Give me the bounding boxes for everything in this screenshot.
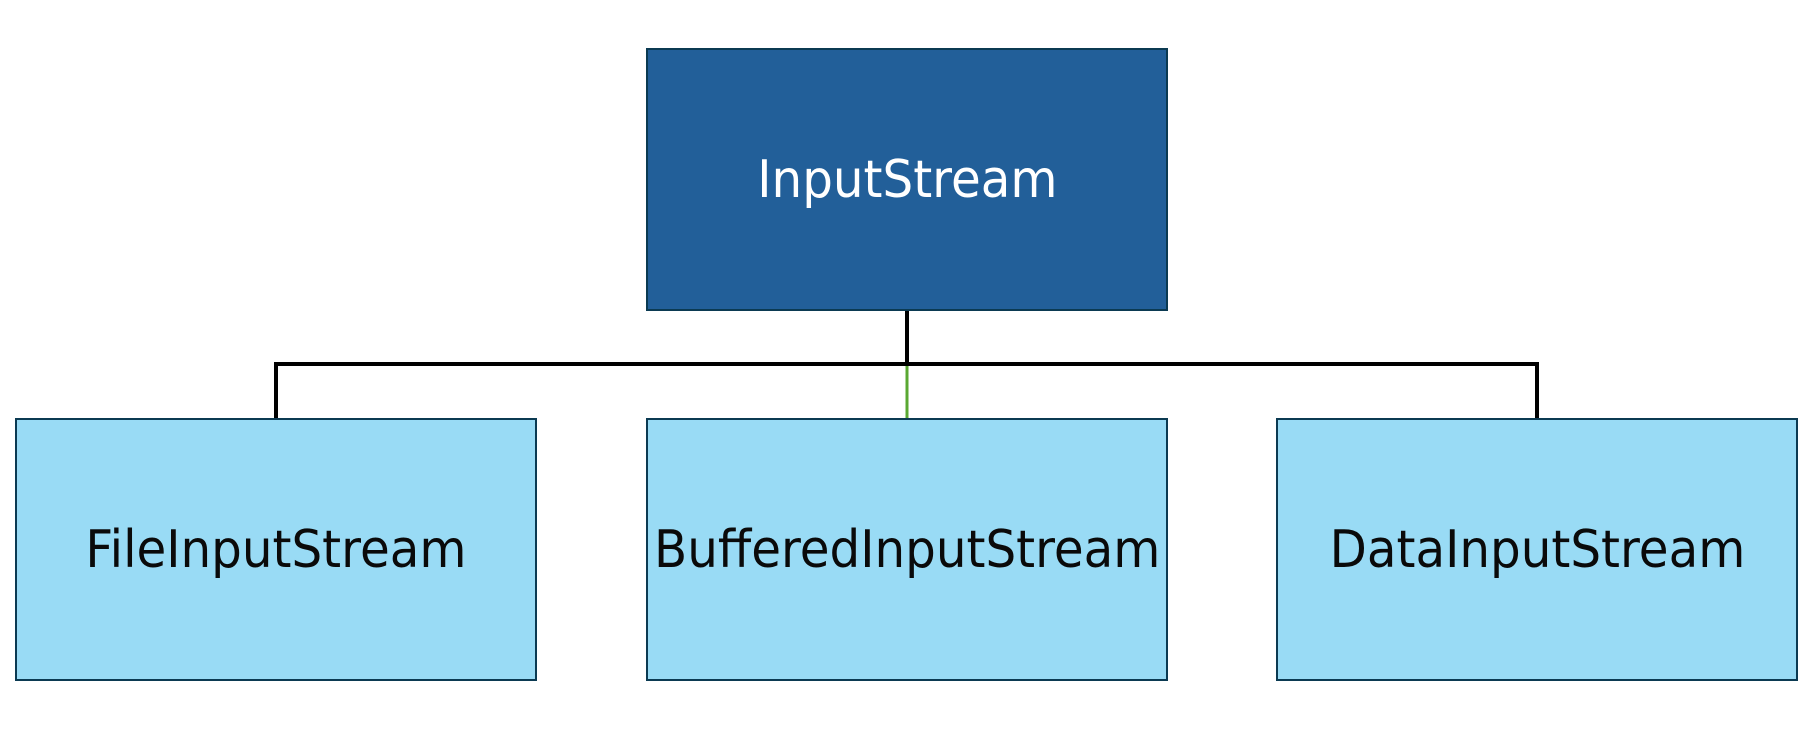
node-fileinputstream-label: FileInputStream <box>85 519 467 580</box>
node-bufferedinputstream: BufferedInputStream <box>646 418 1168 681</box>
connector-branch-bar <box>274 362 1539 418</box>
node-bufferedinputstream-label: BufferedInputStream <box>653 519 1161 580</box>
node-datainputstream-label: DataInputStream <box>1329 519 1745 580</box>
node-fileinputstream: FileInputStream <box>15 418 537 681</box>
node-datainputstream: DataInputStream <box>1276 418 1798 681</box>
node-inputstream-label: InputStream <box>756 149 1058 210</box>
node-inputstream: InputStream <box>646 48 1168 311</box>
